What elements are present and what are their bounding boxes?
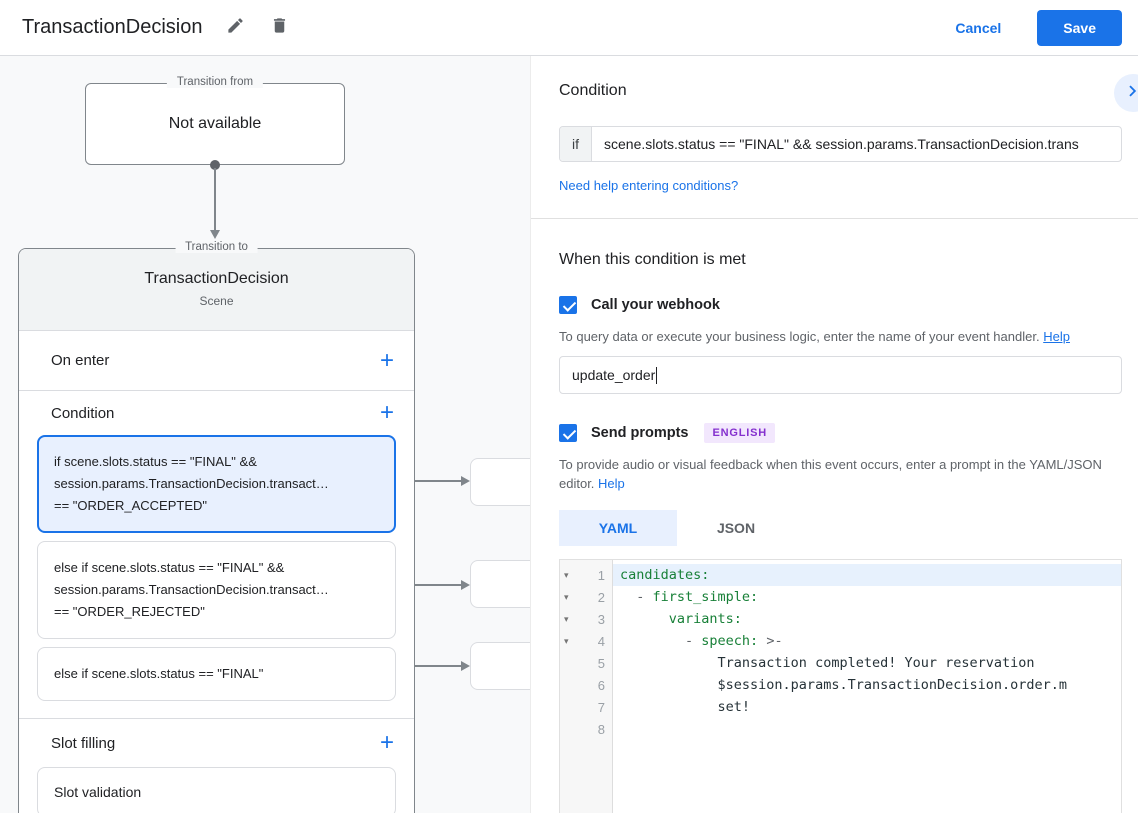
fold-arrow-icon[interactable]: ▾ — [564, 635, 569, 646]
when-condition-met-heading: When this condition is met — [559, 251, 746, 268]
if-prefix-label: if — [560, 127, 592, 161]
panel-divider — [531, 218, 1138, 219]
trash-icon — [270, 16, 289, 40]
fold-arrow-icon[interactable]: ▾ — [564, 613, 569, 624]
on-enter-label: On enter — [51, 352, 110, 369]
editor-line: 8 — [560, 718, 1121, 740]
arrow-right-icon — [461, 580, 470, 590]
cancel-button[interactable]: Cancel — [955, 19, 1002, 36]
page-title: TransactionDecision — [22, 16, 203, 38]
condition-card-list: if scene.slots.status == "FINAL" &&sessi… — [19, 435, 414, 701]
slot-filling-section-header: Slot filling + — [19, 719, 414, 767]
editor-format-tabs: YAML JSON — [559, 510, 1122, 546]
condition-card[interactable]: else if scene.slots.status == "FINAL" &&… — [37, 541, 396, 639]
connector-line — [214, 168, 216, 230]
transition-from-box: Transition from Not available — [85, 76, 345, 165]
transition-target-box[interactable] — [470, 560, 530, 608]
line-number: 7 — [597, 699, 605, 715]
prompts-help-link[interactable]: Help — [598, 476, 625, 491]
panel-title: Condition — [559, 82, 627, 99]
event-handler-input[interactable]: update_order — [559, 356, 1122, 394]
editor-line: ▾2 - first_simple: — [560, 586, 1121, 608]
line-number: 5 — [597, 655, 605, 671]
save-button[interactable]: Save — [1037, 9, 1122, 46]
scene-diagram-canvas: Transition from Not available Transition… — [0, 56, 530, 813]
editor-line: ▾3 variants: — [560, 608, 1121, 630]
connector-dot — [210, 160, 220, 170]
condition-detail-panel: Condition if scene.slots.status == "FINA… — [530, 56, 1138, 813]
delete-scene-button[interactable] — [268, 17, 290, 39]
webhook-helper-text: To query data or execute your business l… — [559, 329, 1070, 344]
webhook-label: Call your webhook — [591, 297, 720, 313]
editor-line: ▾4 - speech: >- — [560, 630, 1121, 652]
collapse-panel-button[interactable] — [1114, 74, 1138, 112]
line-number: 6 — [597, 677, 605, 693]
line-number: 1 — [597, 567, 605, 583]
editor-line: 7 set! — [560, 696, 1121, 718]
editor-gutter — [560, 560, 613, 813]
add-condition-button[interactable]: + — [379, 399, 394, 426]
webhook-checkbox-row: Call your webhook — [559, 296, 1122, 314]
condition-2-connector — [397, 584, 461, 586]
add-on-enter-button[interactable]: + — [379, 346, 394, 374]
text-cursor — [656, 366, 658, 384]
fold-arrow-icon[interactable]: ▾ — [564, 569, 569, 580]
scene-node: Transition to TransactionDecision Scene … — [18, 241, 415, 813]
section-divider — [19, 718, 414, 719]
arrow-down-icon — [210, 230, 220, 239]
transition-target-box[interactable] — [470, 458, 530, 506]
chevron-right-icon — [1122, 80, 1138, 107]
line-number: 2 — [597, 589, 605, 605]
prompts-checkbox-row: Send prompts ENGLISH — [559, 423, 1122, 443]
prompts-label: Send prompts — [591, 425, 689, 441]
condition-3-connector — [397, 665, 461, 667]
arrow-right-icon — [461, 476, 470, 486]
condition-card[interactable]: else if scene.slots.status == "FINAL" — [37, 647, 396, 701]
editor-line: 6 $session.params.TransactionDecision.or… — [560, 674, 1121, 696]
condition-expression-row: if scene.slots.status == "FINAL" && sess… — [559, 126, 1122, 162]
top-bar: TransactionDecision Cancel Save — [0, 0, 1138, 56]
slot-validation-card[interactable]: Slot validation — [37, 767, 396, 813]
tab-yaml[interactable]: YAML — [559, 510, 677, 546]
line-number: 8 — [597, 721, 605, 737]
scene-node-header[interactable]: TransactionDecision Scene — [19, 249, 414, 331]
prompts-checkbox[interactable] — [559, 424, 577, 442]
condition-1-connector — [397, 480, 461, 482]
edit-scene-button[interactable] — [224, 17, 246, 39]
pencil-icon — [226, 16, 245, 40]
add-slot-button[interactable]: + — [379, 729, 394, 756]
language-badge: ENGLISH — [704, 423, 775, 443]
on-enter-section: On enter + — [19, 331, 414, 391]
condition-section-label: Condition — [51, 404, 115, 422]
condition-section-header: Condition + — [19, 391, 414, 435]
transition-from-content: Not available — [168, 115, 262, 132]
transition-target-box[interactable] — [470, 642, 530, 690]
transition-to-legend: Transition to — [175, 241, 258, 253]
condition-card[interactable]: if scene.slots.status == "FINAL" &&sessi… — [37, 435, 396, 533]
line-number: 3 — [597, 611, 605, 627]
prompts-helper-text: To provide audio or visual feedback when… — [559, 457, 1102, 491]
arrow-right-icon — [461, 661, 470, 671]
condition-expression-input[interactable]: scene.slots.status == "FINAL" && session… — [604, 136, 1079, 152]
line-number: 4 — [597, 633, 605, 649]
editor-line: 5 Transaction completed! Your reservatio… — [560, 652, 1121, 674]
scene-node-subtitle: Scene — [199, 294, 234, 308]
slot-filling-label: Slot filling — [51, 734, 116, 752]
transition-from-legend: Transition from — [166, 76, 264, 88]
fold-arrow-icon[interactable]: ▾ — [564, 591, 569, 602]
webhook-checkbox[interactable] — [559, 296, 577, 314]
scene-node-title: TransactionDecision — [144, 270, 289, 287]
tab-json[interactable]: JSON — [716, 520, 756, 536]
webhook-help-link[interactable]: Help — [1043, 329, 1070, 344]
conditions-help-link[interactable]: Need help entering conditions? — [559, 178, 739, 193]
